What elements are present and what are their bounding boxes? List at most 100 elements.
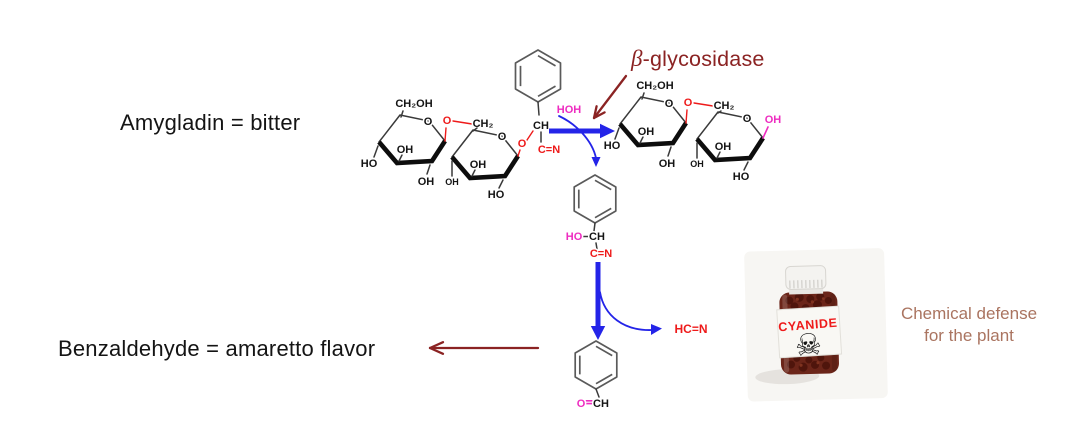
ho-label: HO bbox=[566, 231, 583, 243]
ho-label: HO bbox=[604, 140, 621, 152]
ho-label: HO bbox=[733, 171, 750, 183]
oh-label: OH bbox=[418, 176, 435, 188]
ring-outline-bold bbox=[450, 154, 520, 181]
pyranose-ring-1: CH₂OH O OH HO OH O CH₂ bbox=[359, 97, 495, 190]
enzyme-name: -glycosidase bbox=[642, 47, 765, 71]
glycosidic-bonds bbox=[517, 130, 534, 157]
glycosidic-oxygen-label: O bbox=[443, 115, 452, 127]
oh-label: OH bbox=[445, 177, 459, 187]
benzaldehyde-caption: Benzaldehyde = amaretto flavor bbox=[58, 336, 376, 361]
arrow-head bbox=[428, 341, 445, 355]
carbonyl-double-bond bbox=[585, 400, 593, 405]
double-bonds bbox=[578, 345, 613, 385]
anomeric-oh-bond bbox=[762, 126, 769, 139]
linker-bonds bbox=[472, 101, 542, 143]
nitrile-label: C=N bbox=[590, 248, 612, 260]
arrow-head bbox=[590, 326, 606, 340]
arrow-shaft bbox=[558, 115, 597, 159]
ring-outline bbox=[696, 111, 764, 140]
hcn-release-arrow bbox=[599, 291, 662, 335]
substituent-bonds bbox=[373, 110, 431, 175]
ring-outline bbox=[451, 129, 519, 158]
enzyme-arrow bbox=[592, 74, 628, 120]
water-label: HOH bbox=[557, 104, 582, 116]
reaction-arrow bbox=[549, 123, 615, 139]
bottle-pill-highlights bbox=[795, 297, 825, 367]
nitrile-label: C=N bbox=[538, 144, 560, 156]
water-attack-arrow bbox=[558, 115, 601, 167]
arrow-shaft bbox=[592, 74, 628, 120]
oh-label: OH bbox=[690, 159, 704, 169]
ch2-label: CH₂ bbox=[714, 100, 735, 112]
anomeric-oh-label: OH bbox=[765, 114, 782, 126]
phenyl-ring bbox=[574, 340, 618, 390]
glycosidic-oxygen-label: O bbox=[684, 97, 693, 109]
linker-bonds bbox=[717, 110, 722, 114]
glycosidic-bonds bbox=[685, 102, 714, 124]
ho-label: HO bbox=[361, 158, 378, 170]
double-bonds bbox=[519, 54, 556, 98]
bottle-label bbox=[776, 305, 843, 359]
oh-label: OH bbox=[638, 126, 655, 138]
cyanide-bottle-illustration: CYANIDE ☠ bbox=[744, 248, 888, 402]
enzyme-caption: β-glycosidase bbox=[631, 46, 765, 72]
breakdown-arrow bbox=[590, 262, 606, 340]
ch2oh-label: CH₂OH bbox=[636, 80, 673, 92]
oh-label: OH bbox=[470, 159, 487, 171]
pyranose-ring-4: O OH OH HO OH bbox=[689, 111, 783, 185]
cyanide-text: CYANIDE bbox=[778, 316, 838, 335]
oh-label: OH bbox=[715, 141, 732, 153]
phenyl-ring bbox=[514, 49, 562, 103]
ho-label: HO bbox=[488, 189, 505, 201]
oh-label: OH bbox=[397, 144, 414, 156]
carbonyl-oxygen-label: O bbox=[577, 398, 586, 410]
product-disaccharide-structure: CH₂OH O OH HO OH O CH₂ O OH OH HO OH bbox=[602, 79, 783, 185]
ring-outline-bold bbox=[618, 121, 688, 148]
ch-label: CH bbox=[533, 120, 549, 132]
ch-label: CH bbox=[593, 398, 609, 410]
amygdalin-caption: Amygladin = bitter bbox=[120, 110, 301, 135]
ring-oxygen-label: O bbox=[665, 98, 674, 110]
glycosidic-bonds bbox=[444, 120, 473, 142]
product-arrow bbox=[428, 341, 540, 355]
double-bonds bbox=[577, 179, 612, 219]
substituent-bonds bbox=[451, 160, 504, 189]
benzaldehyde-structure: O CH bbox=[574, 340, 618, 412]
ring-outline bbox=[378, 114, 446, 143]
ring-outline bbox=[514, 49, 562, 103]
pyranose-ring-2: O OH OH HO O bbox=[444, 129, 534, 203]
defense-line1: Chemical defense bbox=[900, 304, 1038, 323]
ring-outline bbox=[574, 340, 618, 390]
bottle-cap bbox=[785, 265, 827, 290]
substituent-bonds bbox=[696, 142, 749, 171]
beta-symbol: β bbox=[631, 46, 643, 71]
defense-caption: Chemical defense for the plant bbox=[878, 303, 1060, 348]
ring-outline bbox=[619, 96, 687, 125]
pyranose-ring-3: CH₂OH O OH HO OH O CH₂ bbox=[602, 79, 736, 172]
hcn-label: HC=N bbox=[674, 322, 707, 336]
defense-line2: for the plant bbox=[924, 326, 1014, 346]
arrow-head bbox=[651, 324, 662, 335]
phenyl-ring bbox=[573, 174, 617, 224]
ring-oxygen-label: O bbox=[424, 116, 433, 128]
ring-oxygen-label: O bbox=[743, 113, 752, 125]
ring-oxygen-label: O bbox=[498, 131, 507, 143]
oh-label: OH bbox=[659, 158, 676, 170]
ch-label: CH bbox=[589, 231, 605, 243]
mandelonitrile-structure: HO CH C=N bbox=[564, 174, 617, 262]
glycosidic-oxygen-label: O bbox=[518, 138, 527, 150]
arrow-head bbox=[592, 105, 606, 120]
ring-outline-bold bbox=[377, 139, 447, 166]
skull-crossbones-icon: ☠ bbox=[794, 327, 823, 364]
linker-bonds bbox=[582, 222, 598, 250]
ch2oh-label: CH₂OH bbox=[395, 98, 432, 110]
linker-bonds bbox=[595, 388, 600, 398]
arrow-head bbox=[591, 157, 601, 167]
ring-outline bbox=[573, 174, 617, 224]
ring-outline-bold bbox=[695, 136, 765, 163]
arrow-head bbox=[600, 123, 615, 139]
cap-ridges bbox=[789, 279, 823, 289]
substituent-bonds bbox=[614, 92, 672, 157]
